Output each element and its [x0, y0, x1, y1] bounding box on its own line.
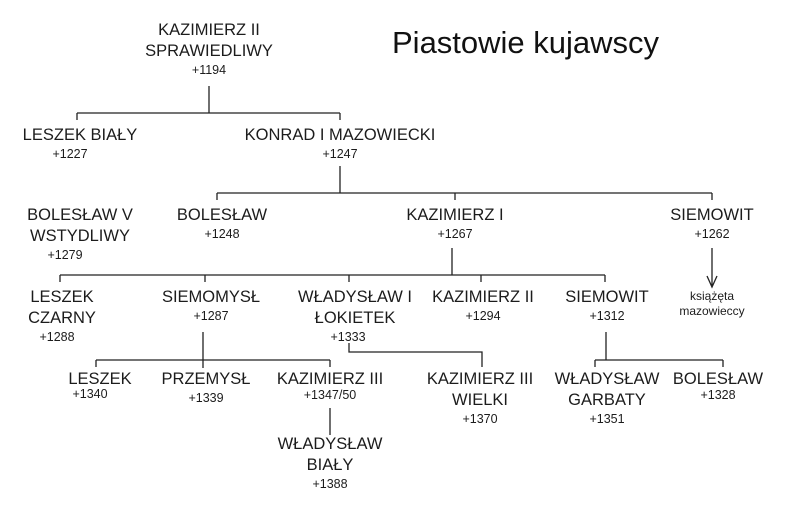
person-name: GARBATY [568, 391, 646, 409]
person-konrad-i-mazowiecki: KONRAD I MAZOWIECKI +1247 [245, 125, 436, 163]
person-name: WŁADYSŁAW [277, 435, 383, 453]
death-date: +1248 [204, 227, 240, 241]
note-line: mazowieccy [679, 304, 745, 318]
person-leszek-bialy: LESZEK BIAŁY +1227 [23, 125, 138, 163]
person-wladyslaw-garbaty: WŁADYSŁAW GARBATY +1351 [555, 369, 660, 428]
person-name: KAZIMIERZ II [158, 21, 260, 39]
death-date: +1287 [193, 309, 229, 323]
connector-siemowit [594, 332, 724, 367]
person-siemowit-1262: SIEMOWIT +1262 [670, 205, 753, 243]
diagram-title: Piastowie kujawscy [392, 25, 660, 60]
person-name: CZARNY [28, 309, 96, 327]
person-kazimierz-i: KAZIMIERZ I +1267 [406, 205, 503, 243]
death-date: +1351 [589, 412, 625, 426]
person-wladyslaw-bialy: WŁADYSŁAW BIAŁY +1388 [278, 434, 383, 493]
person-name: BOLESŁAW [176, 206, 268, 224]
person-name: LESZEK BIAŁY [22, 126, 138, 144]
person-kazimierz-iii: KAZIMIERZ III +1347/50 [277, 369, 383, 404]
death-date: +1370 [462, 412, 498, 426]
person-kazimierz-ii-1294: KAZIMIERZ II +1294 [432, 287, 534, 325]
connector-siemomysl [95, 332, 331, 368]
person-name: WŁADYSŁAW [554, 370, 660, 388]
mazovian-dukes-note: książęta mazowieccy [679, 289, 744, 319]
death-date: +1262 [694, 227, 730, 241]
death-date: +1340 [72, 387, 108, 401]
person-name: KAZIMIERZ I [406, 206, 504, 224]
death-date: +1328 [700, 388, 736, 402]
person-name: KAZIMIERZ III [426, 370, 534, 388]
person-name: BOLESŁAW [672, 370, 764, 388]
person-name: LESZEK [68, 370, 132, 388]
death-date: +1279 [47, 248, 83, 262]
person-siemowit-1312: SIEMOWIT +1312 [565, 287, 648, 325]
person-name: WSTYDLIWY [30, 227, 130, 245]
person-name: SPRAWIEDLIWY [145, 42, 273, 60]
person-name: WIELKI [452, 391, 508, 409]
person-kazimierz-ii-sprawiedliwy: KAZIMIERZ II SPRAWIEDLIWY +1194 [145, 20, 273, 79]
connector-konrad [216, 166, 713, 200]
person-siemomysl: SIEMOMYSŁ +1287 [162, 287, 260, 325]
connector-kazimierz-ii [76, 86, 341, 120]
person-name: WŁADYSŁAW I [298, 288, 412, 306]
death-date: +1194 [191, 63, 227, 77]
person-boleslaw-1328: BOLESŁAW +1328 [673, 369, 763, 404]
person-name: BOLESŁAW V [27, 206, 133, 224]
death-date: +1227 [52, 147, 88, 161]
death-date: +1333 [330, 330, 366, 344]
person-name: SIEMOWIT [670, 206, 754, 224]
person-name: KAZIMIERZ III [276, 370, 384, 388]
person-name: BIAŁY [306, 456, 354, 474]
person-leszek-czarny: LESZEK CZARNY +1288 [28, 287, 96, 346]
note-line: książęta [689, 289, 735, 303]
death-date: +1388 [312, 477, 348, 491]
person-wladyslaw-lokietek: WŁADYSŁAW I ŁOKIETEK +1333 [298, 287, 412, 346]
person-kazimierz-iii-wielki: KAZIMIERZ III WIELKI +1370 [427, 369, 533, 428]
person-name: SIEMOMYSŁ [161, 288, 261, 306]
person-name: ŁOKIETEK [314, 309, 396, 327]
person-name: SIEMOWIT [565, 288, 649, 306]
death-date: +1267 [437, 227, 473, 241]
death-date: +1312 [589, 309, 625, 323]
connector-lokietek [348, 343, 483, 367]
death-date: +1247 [322, 147, 358, 161]
person-name: KONRAD I MAZOWIECKI [244, 126, 436, 144]
arrow-to-mazovian-dukes [706, 248, 718, 289]
person-boleslaw-v-wstydliwy: BOLESŁAW V WSTYDLIWY +1279 [27, 205, 133, 264]
death-date: +1294 [465, 309, 501, 323]
person-name: PRZEMYSŁ [161, 370, 251, 388]
person-name: KAZIMIERZ II [432, 288, 534, 306]
connector-kazimierz-i [59, 248, 606, 282]
person-boleslaw-1248: BOLESŁAW +1248 [177, 205, 267, 243]
person-name: LESZEK [30, 288, 94, 306]
death-date: +1347/50 [303, 388, 357, 402]
person-przemysl: PRZEMYSŁ +1339 [162, 369, 251, 407]
death-date: +1339 [188, 391, 224, 405]
person-leszek-1340: LESZEK +1340 [68, 369, 131, 403]
death-date: +1288 [39, 330, 75, 344]
